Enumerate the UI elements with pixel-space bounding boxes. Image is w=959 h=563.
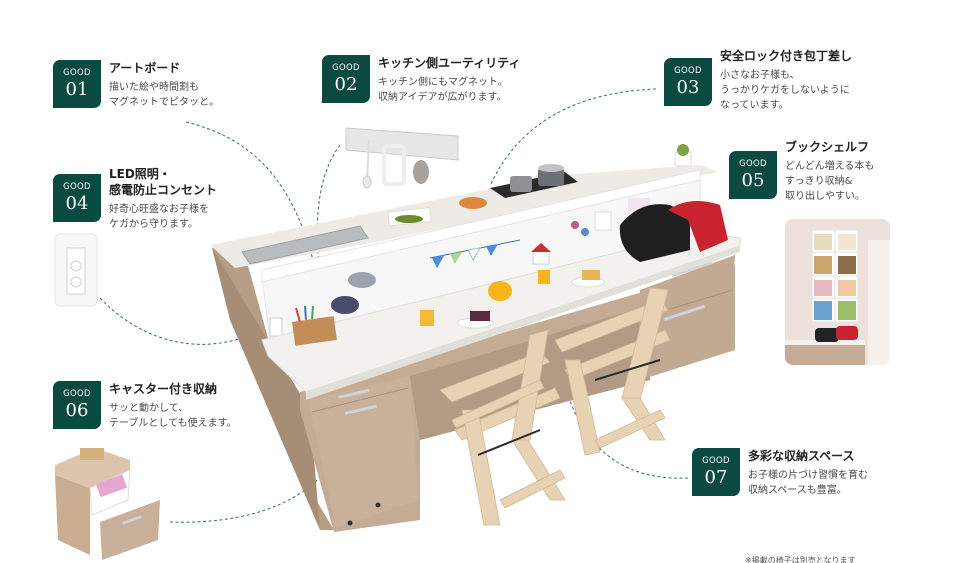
pencil-holder bbox=[292, 316, 337, 346]
chair-right bbox=[554, 287, 671, 456]
pot-icon bbox=[510, 176, 532, 192]
feature-description: 描いた絵や時間割も マグネットでピタッと。 bbox=[109, 82, 219, 108]
feature-badge: GOOD 06 bbox=[53, 381, 101, 429]
feature-title: キャスター付き収納 bbox=[109, 382, 218, 396]
pot-icon bbox=[538, 168, 564, 186]
badge-label: GOOD bbox=[702, 456, 730, 467]
leader-03 bbox=[489, 88, 657, 187]
bread bbox=[459, 197, 487, 209]
badge-label: GOOD bbox=[63, 68, 91, 79]
feature-02: GOOD 02 キッチン側ユーティリティ キッチン側にもマグネット。 収納アイデ… bbox=[322, 55, 521, 105]
feature-badge: GOOD 02 bbox=[322, 55, 370, 103]
red-school-bag bbox=[668, 201, 728, 252]
drawer-handle bbox=[338, 388, 370, 399]
feature-05: GOOD 05 ブックシェルフ どんどん増える本も すっきり収納& 取り出しやす… bbox=[729, 139, 874, 204]
caster-cabinet bbox=[308, 376, 418, 528]
right-drawer-cabinet bbox=[638, 255, 735, 380]
badge-number: 01 bbox=[65, 78, 89, 100]
badge-label: GOOD bbox=[63, 389, 91, 400]
juice-glass bbox=[420, 310, 434, 326]
feature-title: LED照明・ 感電防止コンセント bbox=[109, 167, 218, 197]
leader-02 bbox=[316, 144, 341, 291]
feature-01: GOOD 01 アートボード 描いた絵や時間割も マグネットでピタッと。 bbox=[53, 60, 219, 110]
feature-title: ブックシェルフ bbox=[785, 140, 870, 154]
badge-label: GOOD bbox=[674, 66, 702, 77]
feature-title: 多彩な収納スペース bbox=[748, 449, 855, 463]
feature-badge: GOOD 07 bbox=[692, 448, 740, 496]
toast bbox=[470, 311, 490, 321]
outlet-icon bbox=[269, 317, 283, 337]
drawer-handle bbox=[345, 404, 377, 415]
feature-03: GOOD 03 安全ロック付き包丁差し 小さなお子様も、 うっかりケガをしないよ… bbox=[664, 48, 852, 113]
feature-07: GOOD 07 多彩な収納スペース お子様の片づけ習慣を育む 収納スペースも豊富… bbox=[692, 448, 868, 498]
black-school-bag bbox=[619, 204, 690, 262]
feature-description: サッと動かして、 テーブルとしても使えます。 bbox=[109, 403, 237, 429]
caster-cabinet-photo bbox=[55, 448, 160, 560]
feature-title: キッチン側ユーティリティ bbox=[378, 56, 521, 70]
juice-carafe bbox=[488, 281, 512, 301]
timer-icon bbox=[413, 160, 429, 184]
badge-number: 02 bbox=[334, 73, 358, 95]
feature-description: どんどん増える本も すっきり収納& 取り出しやすい。 bbox=[785, 161, 875, 202]
leader-01 bbox=[185, 121, 321, 291]
feature-title: アートボード bbox=[109, 61, 181, 75]
rhino-magnet bbox=[348, 272, 376, 288]
badge-number: 06 bbox=[65, 399, 89, 421]
feature-description: お子様の片づけ習慣を育む 収納スペースも豊富。 bbox=[748, 470, 868, 496]
feature-badge: GOOD 01 bbox=[53, 60, 101, 108]
feature-badge: GOOD 03 bbox=[664, 58, 712, 106]
chair-left bbox=[439, 329, 566, 526]
badge-label: GOOD bbox=[63, 182, 91, 193]
elephant-magnet bbox=[331, 296, 359, 314]
bookshelf-photo bbox=[785, 219, 890, 365]
badge-label: GOOD bbox=[739, 159, 767, 170]
peeler-icon bbox=[382, 144, 406, 186]
feature-badge: GOOD 05 bbox=[729, 151, 777, 199]
feature-06: GOOD 06 キャスター付き収納 サッと動かして、 テーブルとしても使えます。 bbox=[53, 381, 237, 431]
badge-number: 05 bbox=[741, 169, 765, 191]
feature-description: 小さなお子様も、 うっかりケガをしないように なっています。 bbox=[720, 70, 850, 111]
badge-number: 04 bbox=[65, 192, 89, 214]
feature-description: 好奇心旺盛なお子様を ケガから守ります。 bbox=[109, 204, 209, 230]
feature-badge: GOOD 04 bbox=[53, 174, 101, 222]
badge-number: 07 bbox=[704, 466, 728, 488]
badge-number: 03 bbox=[676, 76, 700, 98]
badge-label: GOOD bbox=[332, 63, 360, 74]
sink-icon bbox=[241, 225, 369, 265]
clock-icon bbox=[532, 249, 550, 265]
feature-title: 安全ロック付き包丁差し bbox=[720, 49, 853, 63]
feature-description: キッチン側にもマグネット。 収納アイデアが広がります。 bbox=[378, 77, 508, 103]
juice-glass bbox=[538, 270, 550, 284]
footnote: ※掲載の椅子は別売となります bbox=[745, 556, 856, 563]
utensil-rail bbox=[345, 127, 459, 161]
feature-04: GOOD 04 LED照明・ 感電防止コンセント 好奇心旺盛なお子様を ケガから… bbox=[53, 166, 217, 232]
toast bbox=[582, 270, 600, 280]
